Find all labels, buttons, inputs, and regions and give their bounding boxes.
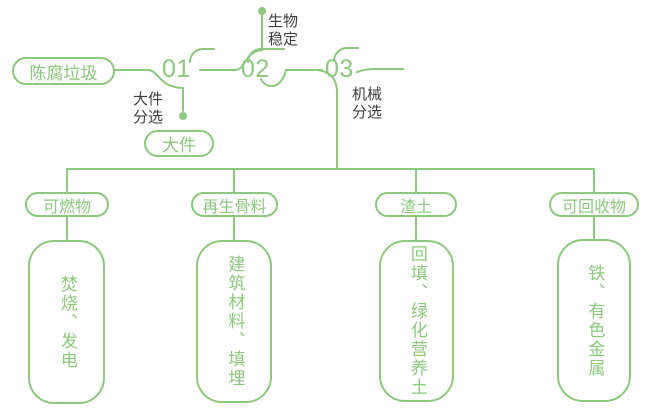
step3-label-mechanical-sorting: 机械 分选: [352, 86, 382, 122]
step2-label-line2: 稳定: [268, 31, 299, 48]
step-number-03: 03: [325, 55, 354, 83]
branch-label: 再生骨料: [202, 198, 267, 216]
output-box-backfill-nutrient-soil: 回填、绿化营养土: [379, 240, 454, 402]
step3-drop-line: [317, 69, 338, 170]
line-step2-to-step3: [260, 69, 323, 87]
branch-node-slag-soil: 渣土: [375, 192, 457, 217]
line-after-step3: [356, 68, 404, 73]
step2-label-line1: 生物: [268, 13, 299, 30]
step-number-02: 02: [241, 55, 270, 83]
branch-label: 可回收物: [561, 198, 626, 216]
output-text: 建筑材料、填埋: [225, 255, 245, 388]
bulky-item-label: 大件: [162, 136, 196, 155]
branch-label: 渣土: [399, 198, 432, 216]
branch-node-recycled-aggregate: 再生骨料: [191, 192, 278, 217]
step1-label-line2: 分选: [133, 109, 164, 126]
output-box-incineration-power: 焚烧、发电: [28, 240, 105, 404]
output-box-iron-nonferrous-metals: 铁、有色金属: [557, 239, 631, 402]
step-number-01: 01: [162, 55, 191, 83]
line-step1-to-step2-and-bio-riser: [199, 14, 263, 71]
step1-arc: [189, 48, 215, 63]
branch-node-recyclables: 可回收物: [549, 192, 639, 217]
bulky-drop-dot: [179, 112, 187, 120]
bulky-item-node: 大件: [144, 130, 214, 157]
step1-label-line1: 大件: [133, 91, 164, 108]
root-node-label: 陈腐垃圾: [29, 63, 98, 83]
step1-label-bulky-sorting: 大件 分选: [133, 91, 163, 127]
step3-arc: [333, 47, 359, 62]
output-text: 回填、绿化营养土: [407, 245, 427, 397]
branch-label: 可燃物: [42, 198, 91, 216]
step2-label-bio-stabilization: 生物 稳定: [268, 13, 298, 49]
root-node-aged-waste: 陈腐垃圾: [12, 57, 115, 85]
output-text: 焚烧、发电: [57, 274, 77, 370]
main-line-to-step1: [114, 69, 184, 112]
step3-label-line1: 机械: [352, 86, 383, 103]
step2-arc: [247, 48, 285, 63]
step3-label-line2: 分选: [352, 104, 383, 121]
output-text: 铁、有色金属: [585, 263, 605, 378]
output-box-building-materials-landfill: 建筑材料、填埋: [196, 240, 272, 403]
branch-node-combustibles: 可燃物: [25, 192, 109, 217]
bio-stabilize-dot: [258, 7, 266, 15]
